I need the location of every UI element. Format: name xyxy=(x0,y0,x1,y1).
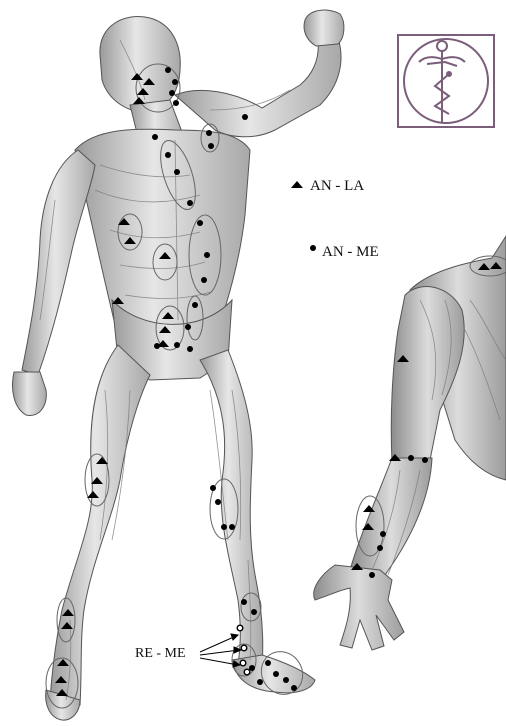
dot-marker-icon xyxy=(192,302,198,308)
re-me-arrows xyxy=(200,634,241,667)
hollow-marker-icon xyxy=(240,660,246,666)
dot-marker-icon xyxy=(310,245,316,251)
triangle-marker-icon xyxy=(291,181,303,188)
re-me-label: RE - ME xyxy=(135,646,186,662)
dot-marker-icon xyxy=(380,531,386,537)
dot-marker-icon xyxy=(251,609,257,615)
dot-marker-icon xyxy=(187,346,193,352)
dot-marker-icon xyxy=(174,169,180,175)
dot-marker-icon xyxy=(369,572,375,578)
dot-marker-icon xyxy=(422,457,428,463)
dot-marker-icon xyxy=(165,67,171,73)
dot-marker-icon xyxy=(408,455,414,461)
dot-marker-icon xyxy=(187,200,193,206)
dot-marker-icon xyxy=(208,143,214,149)
legend-triangle-label: AN - LA xyxy=(310,178,364,195)
dot-marker-icon xyxy=(174,342,180,348)
hanging-hand xyxy=(13,372,47,415)
hollow-marker-icon xyxy=(237,625,243,631)
head xyxy=(100,17,180,113)
dot-marker-icon xyxy=(377,545,383,551)
detail-arm-figure xyxy=(314,236,506,650)
dot-marker-icon xyxy=(201,277,207,283)
dot-marker-icon xyxy=(283,677,289,683)
dot-marker-icon xyxy=(221,524,227,530)
raised-fist xyxy=(304,10,344,46)
dot-marker-icon xyxy=(210,485,216,491)
caduceus-logo-icon xyxy=(398,35,494,127)
hanging-arm xyxy=(22,150,95,375)
dot-marker-icon xyxy=(229,524,235,530)
dot-marker-icon xyxy=(172,79,178,85)
hollow-marker-icon xyxy=(244,669,250,675)
legend-dot-label: AN - ME xyxy=(322,244,379,261)
detail-hand xyxy=(314,565,404,650)
dot-marker-icon xyxy=(204,252,210,258)
dot-marker-icon xyxy=(165,152,171,158)
raised-arm xyxy=(175,38,341,137)
dot-marker-icon xyxy=(257,679,263,685)
main-body-figure xyxy=(13,10,344,720)
dot-marker-icon xyxy=(265,660,271,666)
dot-marker-icon xyxy=(273,671,279,677)
dot-marker-icon xyxy=(185,324,191,330)
dot-marker-icon xyxy=(197,220,203,226)
dot-marker-icon xyxy=(242,114,248,120)
dot-marker-icon xyxy=(173,100,179,106)
dot-marker-icon xyxy=(215,499,221,505)
dot-marker-icon xyxy=(291,685,297,691)
dot-marker-icon xyxy=(241,599,247,605)
dot-marker-icon xyxy=(169,90,175,96)
dot-marker-icon xyxy=(154,343,160,349)
dot-marker-icon xyxy=(152,134,158,140)
dot-marker-icon xyxy=(206,130,212,136)
